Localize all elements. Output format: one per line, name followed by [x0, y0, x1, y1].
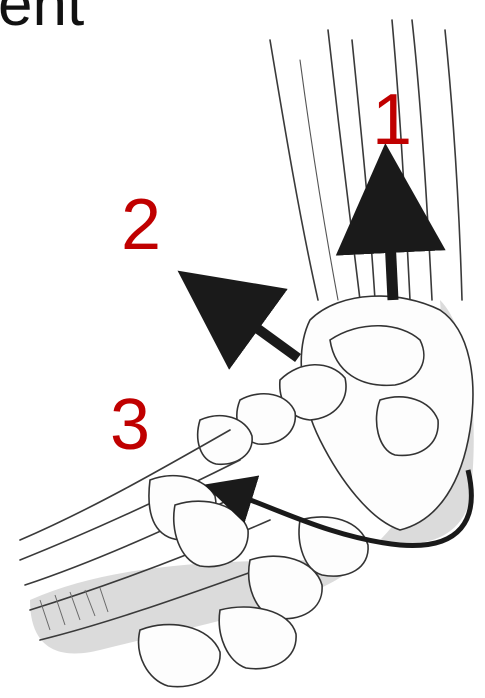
label-3: 3 — [110, 389, 150, 461]
arrow-1 — [388, 198, 393, 300]
label-1: 1 — [372, 84, 412, 156]
leg-bones — [270, 20, 462, 300]
arrow-2 — [218, 300, 298, 358]
title-fragment: ent — [0, 0, 84, 36]
label-2: 2 — [121, 189, 161, 261]
